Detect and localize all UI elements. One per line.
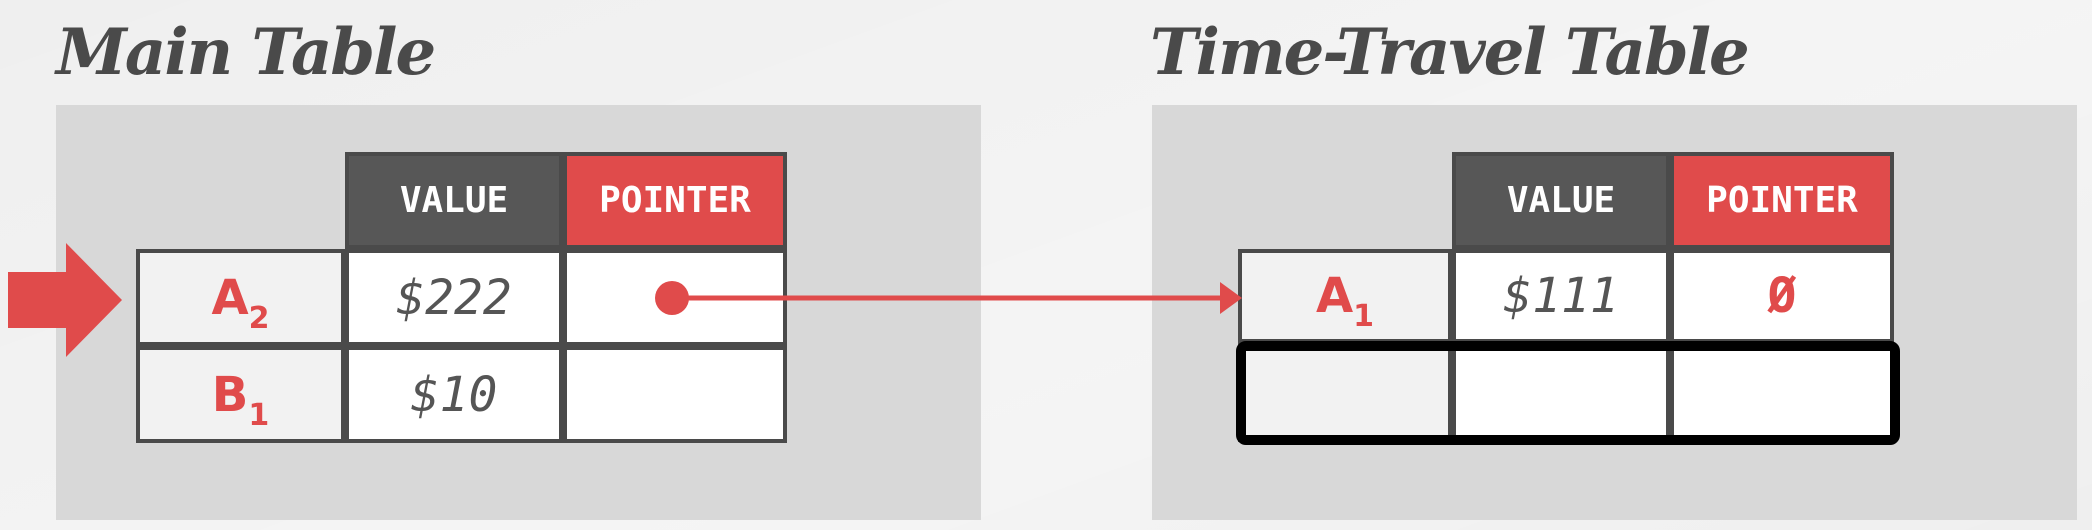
time-travel-table-header-pointer: POINTER (1670, 152, 1894, 249)
main-table-row-1-key-label: A2 (211, 269, 270, 336)
main-table-title: Main Table (56, 15, 436, 90)
main-table-row-1-key: A2 (136, 249, 345, 346)
main-table-header-pointer: POINTER (563, 152, 787, 249)
time-travel-table-row-1-pointer: Ø (1670, 249, 1894, 343)
time-travel-table-row-2-value (1452, 343, 1670, 442)
time-travel-table-title: Time-Travel Table (1150, 15, 1750, 90)
main-table-row-2-value-text: $10 (410, 366, 498, 423)
main-table-row-2-value: $10 (345, 346, 563, 443)
time-travel-table-row-1-key-label: A1 (1315, 268, 1375, 334)
main-table-row-2-key: B1 (136, 346, 345, 443)
time-travel-table-row-2-key (1238, 343, 1452, 442)
time-travel-table-header-value: VALUE (1452, 152, 1670, 249)
time-travel-table-row-1-value-text: $111 (1503, 268, 1619, 324)
main-table-row-1-value-text: $222 (396, 269, 512, 326)
main-table-row-2-pointer (563, 346, 787, 443)
main-table-header-value: VALUE (345, 152, 563, 249)
time-travel-table-row-1-value: $111 (1452, 249, 1670, 343)
time-travel-table-row-1-key: A1 (1238, 249, 1452, 343)
main-table-row-2-key-label: B1 (211, 366, 270, 433)
main-table-row-1-value: $222 (345, 249, 563, 346)
time-travel-table-row-2-pointer (1670, 343, 1894, 442)
main-table-row-1-pointer (563, 249, 787, 346)
null-pointer-symbol: Ø (1767, 268, 1797, 324)
